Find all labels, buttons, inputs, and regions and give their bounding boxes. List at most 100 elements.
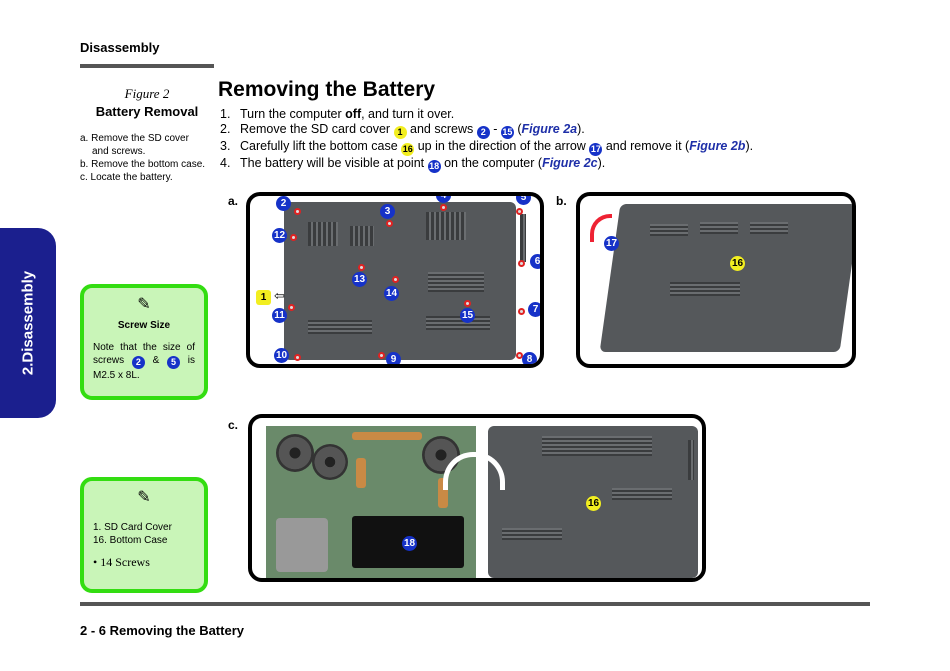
callout-17: 17 (604, 236, 619, 251)
figure-panel-c: 18 16 (248, 414, 706, 582)
screw-icon (440, 204, 447, 211)
callout-badge: 2 (131, 356, 145, 369)
procedure-step: 1.Turn the computer off, and turn it ove… (220, 107, 753, 122)
step-text: The battery will be visible at point (240, 156, 425, 170)
note-body: Note that the size of screws 2 & 5 is M2… (93, 341, 195, 382)
screw-icon (392, 276, 399, 283)
parts-bullet: • 14 Screws (93, 555, 150, 569)
vent-grille (688, 440, 694, 480)
screw-icon (358, 264, 365, 271)
section-header: Disassembly (80, 40, 160, 55)
parts-list: 1. SD Card Cover 16. Bottom Case (93, 521, 195, 547)
screw-icon (294, 208, 301, 215)
step-text: ( (517, 122, 522, 136)
callout-badge: 15 (500, 126, 514, 139)
callout-3: 3 (380, 204, 395, 219)
screw-icon (294, 354, 301, 361)
page-footer: 2 - 6 Removing the Battery (80, 623, 244, 638)
callout-badge: 5 (167, 356, 181, 369)
chapter-tab-label: 2.Disassembly (19, 270, 37, 376)
parts-line: 1. SD Card Cover (93, 522, 172, 533)
callout-12: 12 (272, 228, 287, 243)
procedure-step: 3.Carefully lift the bottom case 16 up i… (220, 139, 753, 156)
vent-grille (502, 528, 562, 540)
vent-grille (428, 272, 484, 292)
step-text: ). (577, 122, 585, 136)
callout-4: 4 (436, 196, 451, 203)
procedure-step: 4. The battery will be visible at point 1… (220, 156, 753, 173)
step-text: and remove it ( (605, 139, 690, 153)
vent-grille (426, 316, 490, 330)
vent-grille (700, 222, 738, 234)
figure-step: b. Remove the bottom case. (80, 159, 206, 170)
figure-step: c. Locate the battery. (80, 172, 173, 183)
screw-icon (464, 300, 471, 307)
figure-link[interactable]: Figure 2c (542, 156, 598, 170)
fan-image (276, 434, 314, 472)
vent-grille (350, 226, 374, 246)
screw-icon (516, 208, 523, 215)
vent-grille (308, 222, 338, 246)
step-number: 4. (220, 156, 231, 170)
step-text: and screws (410, 122, 474, 136)
callout-9: 9 (386, 352, 401, 364)
callout-16: 16 (730, 256, 745, 271)
panel-label-c: c. (228, 418, 239, 432)
step-text: Turn the computer (240, 107, 346, 121)
step-number: 3. (220, 139, 231, 153)
panel-label-b: b. (556, 194, 567, 208)
figure-panel-b: 17 16 (576, 192, 856, 368)
callout-13: 13 (352, 272, 367, 287)
step-text: Carefully lift the bottom case (240, 139, 398, 153)
vent-grille (520, 214, 526, 262)
figure-caption: Figure 2 Battery Removal (80, 86, 214, 119)
callout-2: 2 (276, 196, 291, 211)
vent-grille (308, 320, 372, 334)
step-number: 2. (220, 122, 231, 136)
callout-6: 6 (530, 254, 540, 269)
callout-5: 5 (516, 196, 531, 205)
fan-image (312, 444, 348, 480)
step-text: , and turn it over. (361, 107, 455, 121)
callout-7: 7 (528, 302, 540, 317)
parts-line: 16. Bottom Case (93, 535, 168, 546)
footer-rule (80, 602, 870, 606)
figure-link[interactable]: Figure 2a (521, 122, 578, 136)
note-text: & (152, 355, 160, 366)
step-text: ). (745, 139, 754, 153)
screw-icon (378, 352, 385, 359)
callout-badge: 1 (393, 126, 407, 139)
panel-label-a: a. (228, 194, 239, 208)
step-text: Remove the SD card cover (240, 122, 391, 136)
parts-note: ✎ 1. SD Card Cover 16. Bottom Case • 14 … (80, 477, 208, 593)
callout-badge: 18 (427, 160, 441, 173)
page-title: Removing the Battery (218, 78, 436, 101)
step-text: ). (597, 156, 606, 170)
callout-badge: 16 (401, 143, 415, 156)
figure-label: Figure 2 (124, 86, 170, 101)
callout-11: 11 (272, 308, 287, 323)
step-text: - (493, 122, 498, 136)
screw-icon (518, 308, 525, 315)
callout-16: 16 (586, 496, 601, 511)
vent-grille (542, 436, 652, 456)
callout-badge: 2 (476, 126, 490, 139)
note-text: is M2.5 x 8L. (93, 355, 196, 381)
heatpipe-image (356, 458, 366, 488)
header-rule (80, 64, 214, 68)
note-title: Screw Size (117, 320, 171, 331)
vent-grille (750, 222, 788, 234)
vent-grille (426, 212, 466, 240)
vent-grille (612, 488, 672, 500)
figure-link[interactable]: Figure 2b (689, 139, 746, 153)
screw-icon (386, 220, 393, 227)
figure-title: Battery Removal (95, 104, 199, 119)
chapter-tab[interactable]: 2.Disassembly (0, 228, 56, 418)
callout-badge: 17 (589, 143, 603, 156)
callout-8: 8 (522, 352, 537, 364)
screw-icon (290, 234, 297, 241)
callout-18: 18 (402, 536, 417, 551)
step-emphasis: off (345, 107, 362, 121)
screw-icon (288, 304, 295, 311)
procedure-steps: 1.Turn the computer off, and turn it ove… (220, 107, 753, 173)
